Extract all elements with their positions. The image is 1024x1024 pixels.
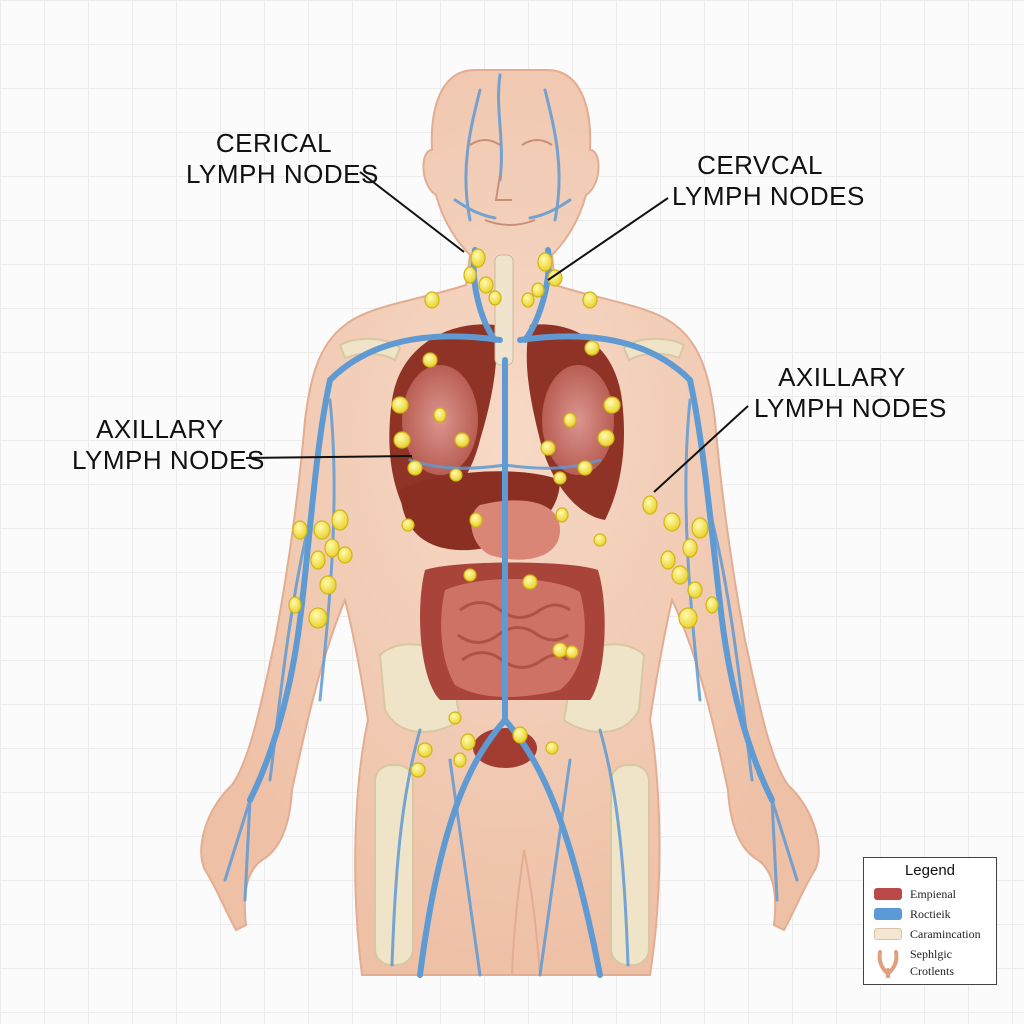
legend-swatch [874, 928, 902, 940]
pointer-cervical-left [359, 171, 465, 253]
pointer-lines [245, 171, 749, 493]
trachea [494, 254, 514, 366]
label-cervical-right: CERVCAL LYMPH NODES [672, 150, 865, 211]
legend: Legend Empienal Roctieik Caramincation S… [863, 857, 997, 985]
pointer-cervical-right [547, 197, 669, 281]
pointer-axillary-right [653, 405, 749, 493]
legend-item: Empienal [874, 884, 956, 904]
legend-item: Sephlgic Crotlents [874, 946, 954, 980]
lymph-nodes [288, 248, 719, 778]
label-axillary-left: AXILLARY LYMPH NODES [72, 414, 265, 475]
legend-swatch [874, 908, 902, 920]
legend-item: Caramincation [874, 924, 981, 944]
face-details [469, 139, 553, 226]
organs [389, 254, 625, 768]
label-cervical-left: CERICAL LYMPH NODES [186, 128, 379, 189]
legend-title: Legend [904, 862, 956, 879]
small-intestine [441, 578, 585, 697]
left-lung-inner [542, 365, 614, 475]
label-axillary-right: AXILLARY LYMPH NODES [754, 362, 947, 423]
stomach [471, 500, 560, 560]
lymph-vessel-icon [877, 950, 899, 978]
legend-item: Roctieik [874, 904, 951, 924]
pointer-axillary-left [245, 455, 413, 459]
legend-swatch [874, 888, 902, 900]
